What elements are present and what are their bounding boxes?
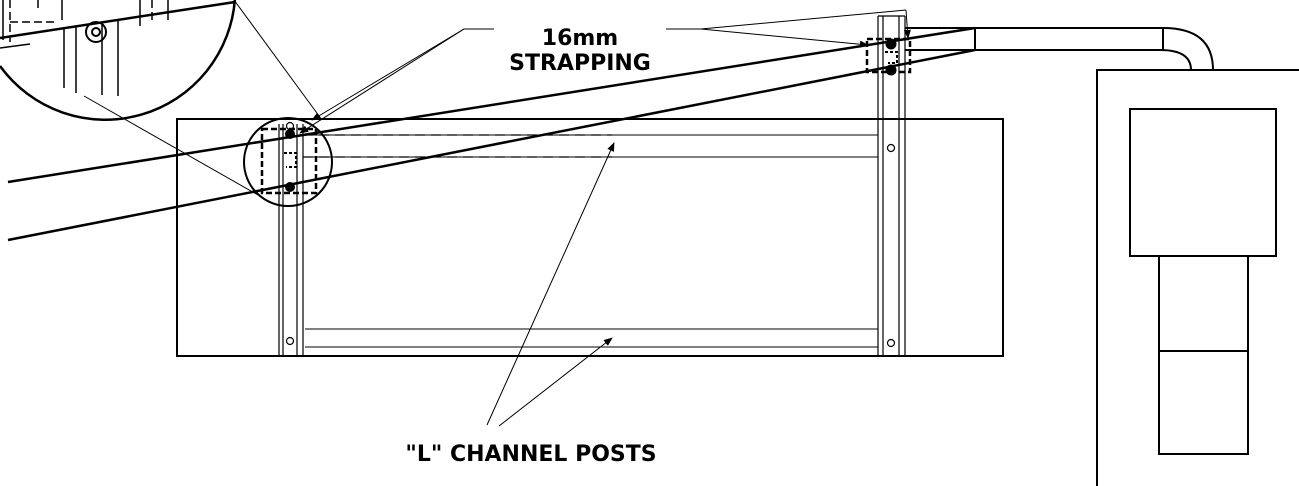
zoom-detail [0,0,237,121]
channel-posts-label: "L" CHANNEL POSTS [405,442,656,467]
outer-panel [176,118,1004,357]
detail-leader-lines [83,0,323,196]
strapping-name-label: STRAPPING [509,51,651,76]
conduit-lines [7,26,976,242]
bolt-hole [886,338,896,348]
channel-leaders [486,142,615,427]
wall-structure [1096,69,1299,486]
hidden-strap-lines [303,134,612,158]
left-channel-post [278,121,304,356]
panel-frame [176,118,1004,357]
pipe-elbows [905,27,1214,71]
strapping-leaders [299,9,912,134]
right-strapping-clamp [865,37,912,76]
detail-circle [243,117,333,207]
bolt-hole [886,143,896,153]
wall-box-lower [1158,255,1249,455]
wall-box-upper [1129,108,1277,257]
strapping-size-label: 16mm [542,26,618,51]
bolt-hole [285,336,295,346]
